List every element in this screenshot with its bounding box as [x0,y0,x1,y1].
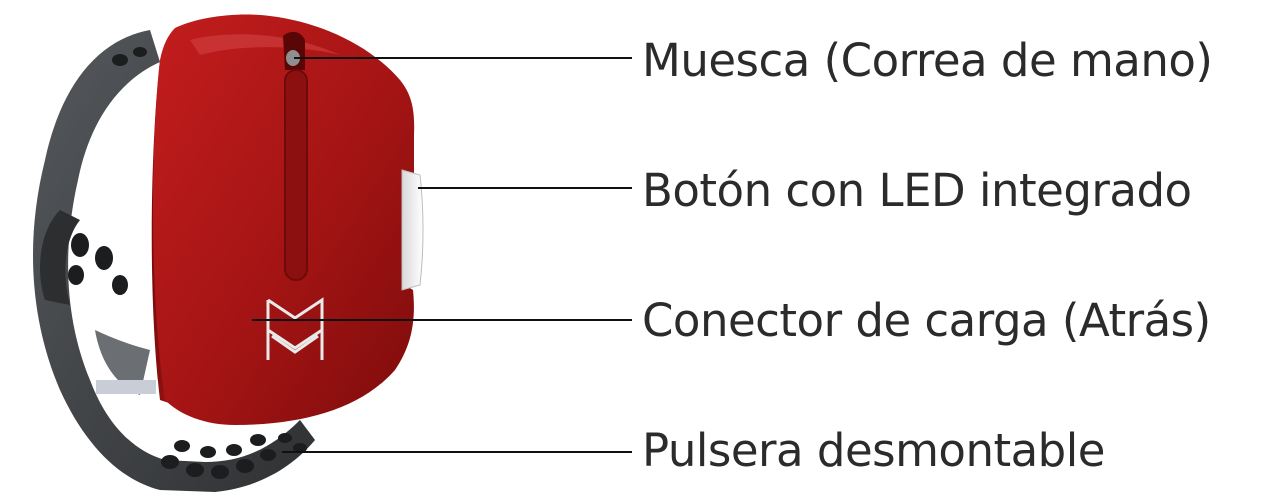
device-body [153,14,415,425]
callout-label-led-button: Botón con LED integrado [642,164,1192,217]
callout-label-charging-connector: Conector de carga (Atrás) [642,294,1211,347]
leader-lines [252,57,632,453]
brand-logo-icon [266,297,324,360]
callout-label-detachable-band: Pulsera desmontable [642,424,1105,477]
groove [284,69,308,281]
wrist-band [33,30,315,492]
led-button [401,169,424,291]
callout-label-strap-notch: Muesca (Correa de mano) [642,34,1213,87]
